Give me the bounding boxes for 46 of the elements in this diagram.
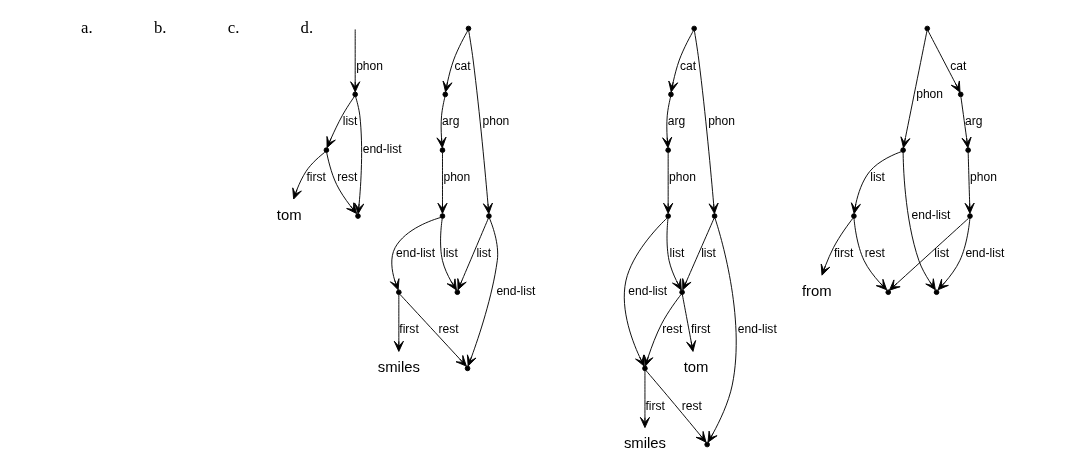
- edge-label: list: [869, 170, 885, 185]
- edge-label: list: [933, 246, 949, 261]
- node-text: smiles: [377, 358, 420, 375]
- node-text: tom: [276, 206, 302, 223]
- node-text: smiles: [623, 435, 666, 452]
- edge-label: first: [398, 322, 419, 337]
- edge-label: first: [833, 246, 853, 261]
- label: b.: [153, 17, 166, 37]
- edge-label: phon: [707, 114, 735, 129]
- edge-label: phon: [355, 58, 383, 73]
- edge-label: end-list: [395, 246, 435, 261]
- edge-label: cat: [679, 58, 696, 73]
- edge-label: cat: [949, 58, 966, 73]
- label: d.: [300, 17, 313, 37]
- edge-label: first: [305, 170, 326, 185]
- edge-label: rest: [437, 322, 459, 337]
- edge-label: phon: [915, 86, 943, 101]
- edge-label: phon: [969, 170, 997, 185]
- label: c.: [227, 17, 239, 37]
- edge-label: phon: [481, 114, 509, 129]
- edge-label: list: [669, 246, 684, 261]
- edge-label: list: [700, 246, 716, 261]
- edge-label: phon: [442, 170, 470, 185]
- edge-label: first: [690, 322, 710, 337]
- edge-label: end-list: [737, 322, 777, 337]
- edge-label: end-list: [627, 284, 667, 299]
- label: a.: [80, 17, 93, 37]
- edge-label: list: [442, 246, 458, 261]
- edge-label: list: [475, 246, 491, 261]
- edge-label: end-list: [911, 208, 950, 223]
- edge-label: phon: [668, 170, 696, 185]
- edge-label: end-list: [964, 246, 1004, 261]
- edge-label: end-list: [495, 284, 535, 299]
- edge-label: rest: [661, 322, 682, 337]
- node-text: tom: [683, 358, 708, 375]
- edge-label: list: [342, 114, 357, 129]
- edge-label: arg: [441, 114, 460, 129]
- edge-label: rest: [681, 398, 702, 413]
- edge-label: arg: [964, 114, 982, 129]
- node-text: from: [801, 282, 832, 299]
- edge-label: rest: [864, 246, 885, 261]
- edge-label: cat: [453, 58, 470, 73]
- edge-label: arg: [667, 114, 685, 129]
- edge-label: end-list: [362, 142, 402, 157]
- edge-label: rest: [336, 170, 357, 185]
- edge-label: first: [644, 398, 665, 413]
